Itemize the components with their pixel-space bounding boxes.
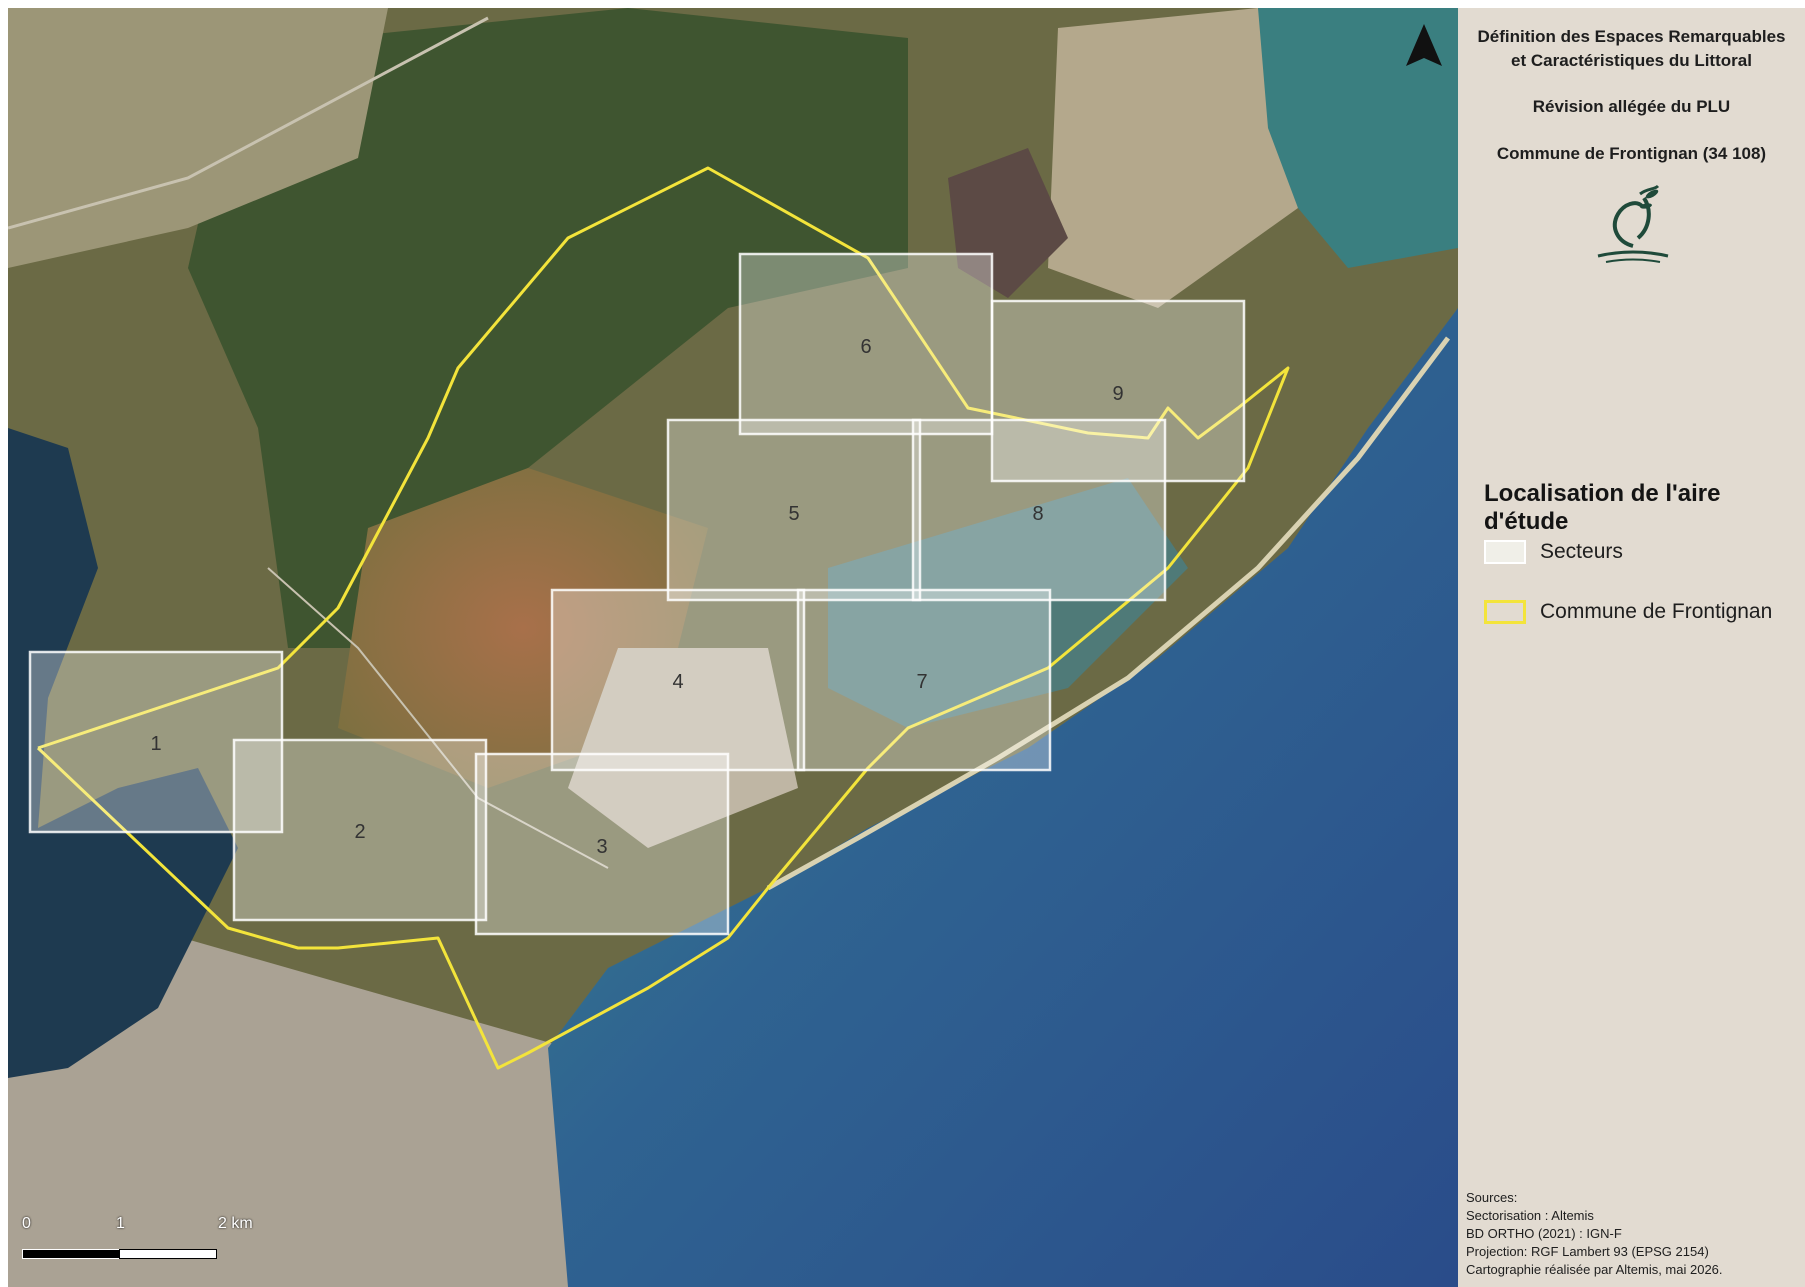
source-line: Cartographie réalisée par Altemis, mai 2… (1466, 1262, 1723, 1277)
mediterranean-sea (548, 308, 1458, 1287)
scale-label-2: 2 km (218, 1215, 253, 1232)
sector-label-5: 5 (788, 503, 799, 525)
commune-boundary (36, 166, 1290, 1070)
source-line: Projection: RGF Lambert 93 (EPSG 2154) (1466, 1244, 1709, 1259)
map-canvas: 1 2 3 4 5 6 7 8 9 (8, 8, 1458, 1287)
sector-5[interactable] (666, 418, 922, 602)
map-title-line1: Définition des Espaces Remarquables (1477, 27, 1786, 46)
sources-block: Sources: Sectorisation : Altemis BD ORTH… (1466, 1189, 1723, 1279)
frontignan-town (568, 648, 798, 848)
salt-marsh (948, 148, 1068, 298)
sector-2[interactable] (232, 738, 488, 922)
road-south (267, 567, 609, 869)
commune-title: Commune de Frontignan (34 108) (1496, 144, 1767, 163)
scale-segment-dark (22, 1249, 120, 1259)
map-view[interactable]: 1 2 3 4 5 6 7 8 9 0 1 2 km (8, 8, 1458, 1287)
sources-header: Sources: (1466, 1190, 1518, 1205)
legend-title: Localisation de l'aire d'étude (1484, 480, 1721, 535)
scale-segment-light (119, 1249, 217, 1259)
northeast-lagoon (1258, 8, 1458, 268)
sector-label-9: 9 (1112, 383, 1123, 405)
sector-label-7: 7 (916, 671, 927, 693)
sector-6[interactable] (738, 252, 994, 436)
scale-label-0: 0 (22, 1215, 31, 1232)
map-subtitle: Révision allégée du PLU (1532, 97, 1731, 116)
forest-area (188, 8, 908, 648)
legend-swatch-commune (1484, 600, 1526, 624)
urban-northeast (1048, 8, 1298, 308)
inner-lagoon (828, 478, 1188, 728)
scale-bar: 0 1 2 km (22, 1215, 262, 1265)
beach-strip (766, 336, 1450, 891)
sector-7[interactable] (796, 588, 1052, 772)
road-a9 (8, 16, 489, 230)
sector-label-4: 4 (672, 671, 683, 693)
sector-3[interactable] (474, 752, 730, 936)
sector-label-1: 1 (150, 733, 161, 755)
sector-label-6: 6 (860, 336, 871, 358)
legend-swatch-secteurs (1484, 540, 1526, 564)
source-line: BD ORTHO (2021) : IGN-F (1466, 1226, 1622, 1241)
sector-label-3: 3 (596, 836, 607, 858)
sector-label-8: 8 (1032, 503, 1043, 525)
legend-panel: Définition des Espaces Remarquables et C… (1458, 8, 1805, 1287)
scale-label-1: 1 (116, 1215, 125, 1232)
sector-4[interactable] (550, 588, 806, 772)
source-line: Sectorisation : Altemis (1466, 1208, 1594, 1223)
map-title-line2: et Caractéristiques du Littoral (1511, 51, 1752, 70)
sector-9[interactable] (990, 299, 1246, 483)
sector-1[interactable] (28, 650, 284, 834)
legend-label-secteurs: Secteurs (1540, 540, 1623, 563)
legend-label-commune: Commune de Frontignan (1540, 600, 1773, 623)
north-arrow-icon (1406, 24, 1442, 66)
thau-lagoon (8, 428, 238, 1078)
plant-logo-icon (1597, 184, 1669, 263)
sector-8[interactable] (911, 418, 1167, 602)
sector-label-2: 2 (354, 821, 365, 843)
